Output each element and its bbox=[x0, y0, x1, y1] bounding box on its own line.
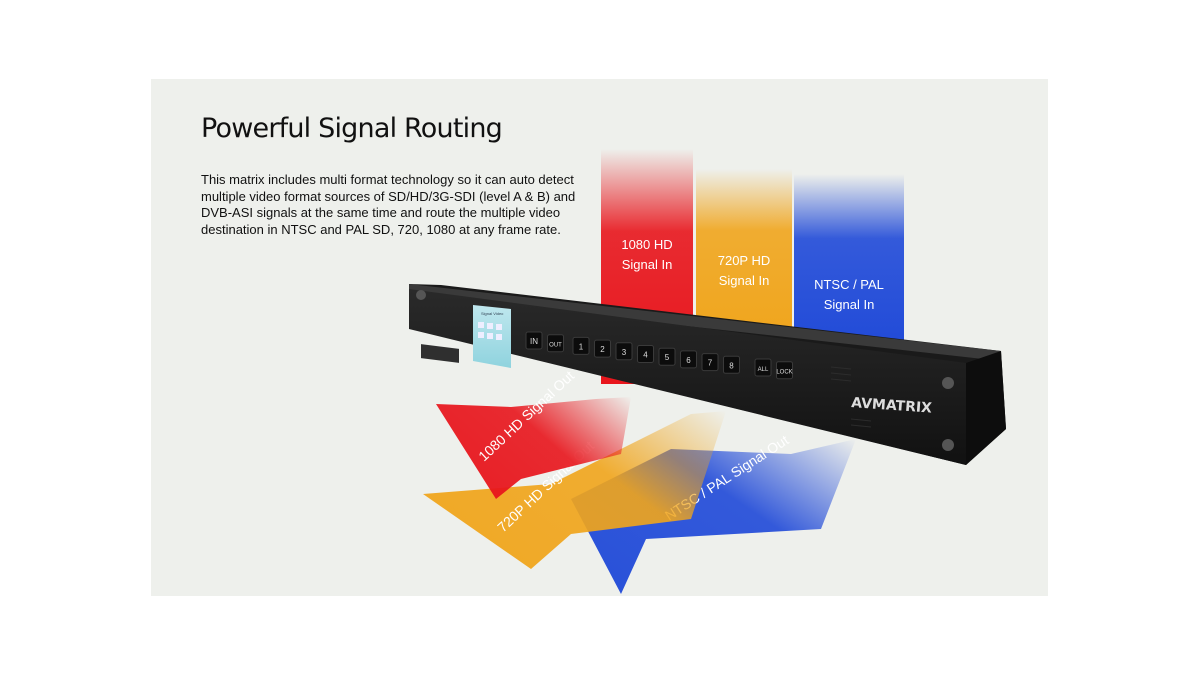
device-button-label: LOCK bbox=[776, 370, 792, 376]
rack-ear-hole bbox=[416, 290, 426, 300]
device-button-label: 8 bbox=[729, 361, 734, 370]
device-button-4[interactable]: 4 bbox=[637, 345, 654, 363]
device-button-3[interactable]: 3 bbox=[615, 342, 633, 361]
signal-routing-illustration: 1080 HD Signal In 720P HD Signal In NTSC… bbox=[409, 149, 1006, 594]
rack-ear-hole bbox=[942, 439, 954, 451]
device-button-out[interactable]: OUT bbox=[547, 334, 564, 353]
input-ntsc-line2: Signal In bbox=[824, 297, 875, 312]
vent-grille bbox=[830, 366, 872, 428]
input-ntsc-line1: NTSC / PAL bbox=[814, 277, 884, 292]
device-button-label: 4 bbox=[643, 351, 648, 360]
device-button-in[interactable]: IN bbox=[525, 331, 543, 350]
device-button-2[interactable]: 2 bbox=[594, 339, 611, 358]
input-column-ntsc: NTSC / PAL Signal In bbox=[794, 174, 904, 359]
device-button-1[interactable]: 1 bbox=[572, 336, 590, 355]
product-panel: Powerful Signal Routing This matrix incl… bbox=[151, 79, 1048, 596]
input-720-line1: 720P HD bbox=[718, 253, 771, 268]
rack-ear-hole bbox=[942, 377, 954, 389]
device-button-label: 3 bbox=[622, 348, 627, 357]
device-button-label: ALL bbox=[758, 367, 769, 373]
input-1080-line2: Signal In bbox=[622, 257, 673, 272]
device-button-lock[interactable]: LOCK bbox=[776, 361, 793, 380]
device-button-8[interactable]: 8 bbox=[723, 355, 740, 374]
lcd-screen: Signal Video bbox=[473, 305, 511, 368]
device-button-7[interactable]: 7 bbox=[701, 353, 719, 372]
device-button-5[interactable]: 5 bbox=[658, 347, 676, 366]
device-model-label bbox=[421, 344, 459, 363]
input-column-720: 720P HD Signal In bbox=[696, 169, 792, 344]
device-button-label: 5 bbox=[665, 353, 670, 362]
device-button-label: 1 bbox=[579, 342, 584, 351]
device-button-6[interactable]: 6 bbox=[680, 350, 697, 369]
device-button-all[interactable]: ALL bbox=[754, 358, 772, 377]
device-button-label: IN bbox=[530, 337, 538, 346]
page-title: Powerful Signal Routing bbox=[201, 113, 503, 144]
brand-logo: AVMATRIX bbox=[851, 395, 933, 417]
input-1080-line1: 1080 HD bbox=[621, 237, 672, 252]
description-text: This matrix includes multi format techno… bbox=[201, 172, 576, 237]
device-button-label: 7 bbox=[708, 359, 713, 368]
device-button-label: OUT bbox=[549, 343, 562, 349]
device-button-label: 2 bbox=[600, 345, 605, 354]
input-720-line2: Signal In bbox=[719, 273, 770, 288]
device-button-label: 6 bbox=[686, 356, 691, 365]
screen-title: Signal Video bbox=[481, 311, 504, 316]
